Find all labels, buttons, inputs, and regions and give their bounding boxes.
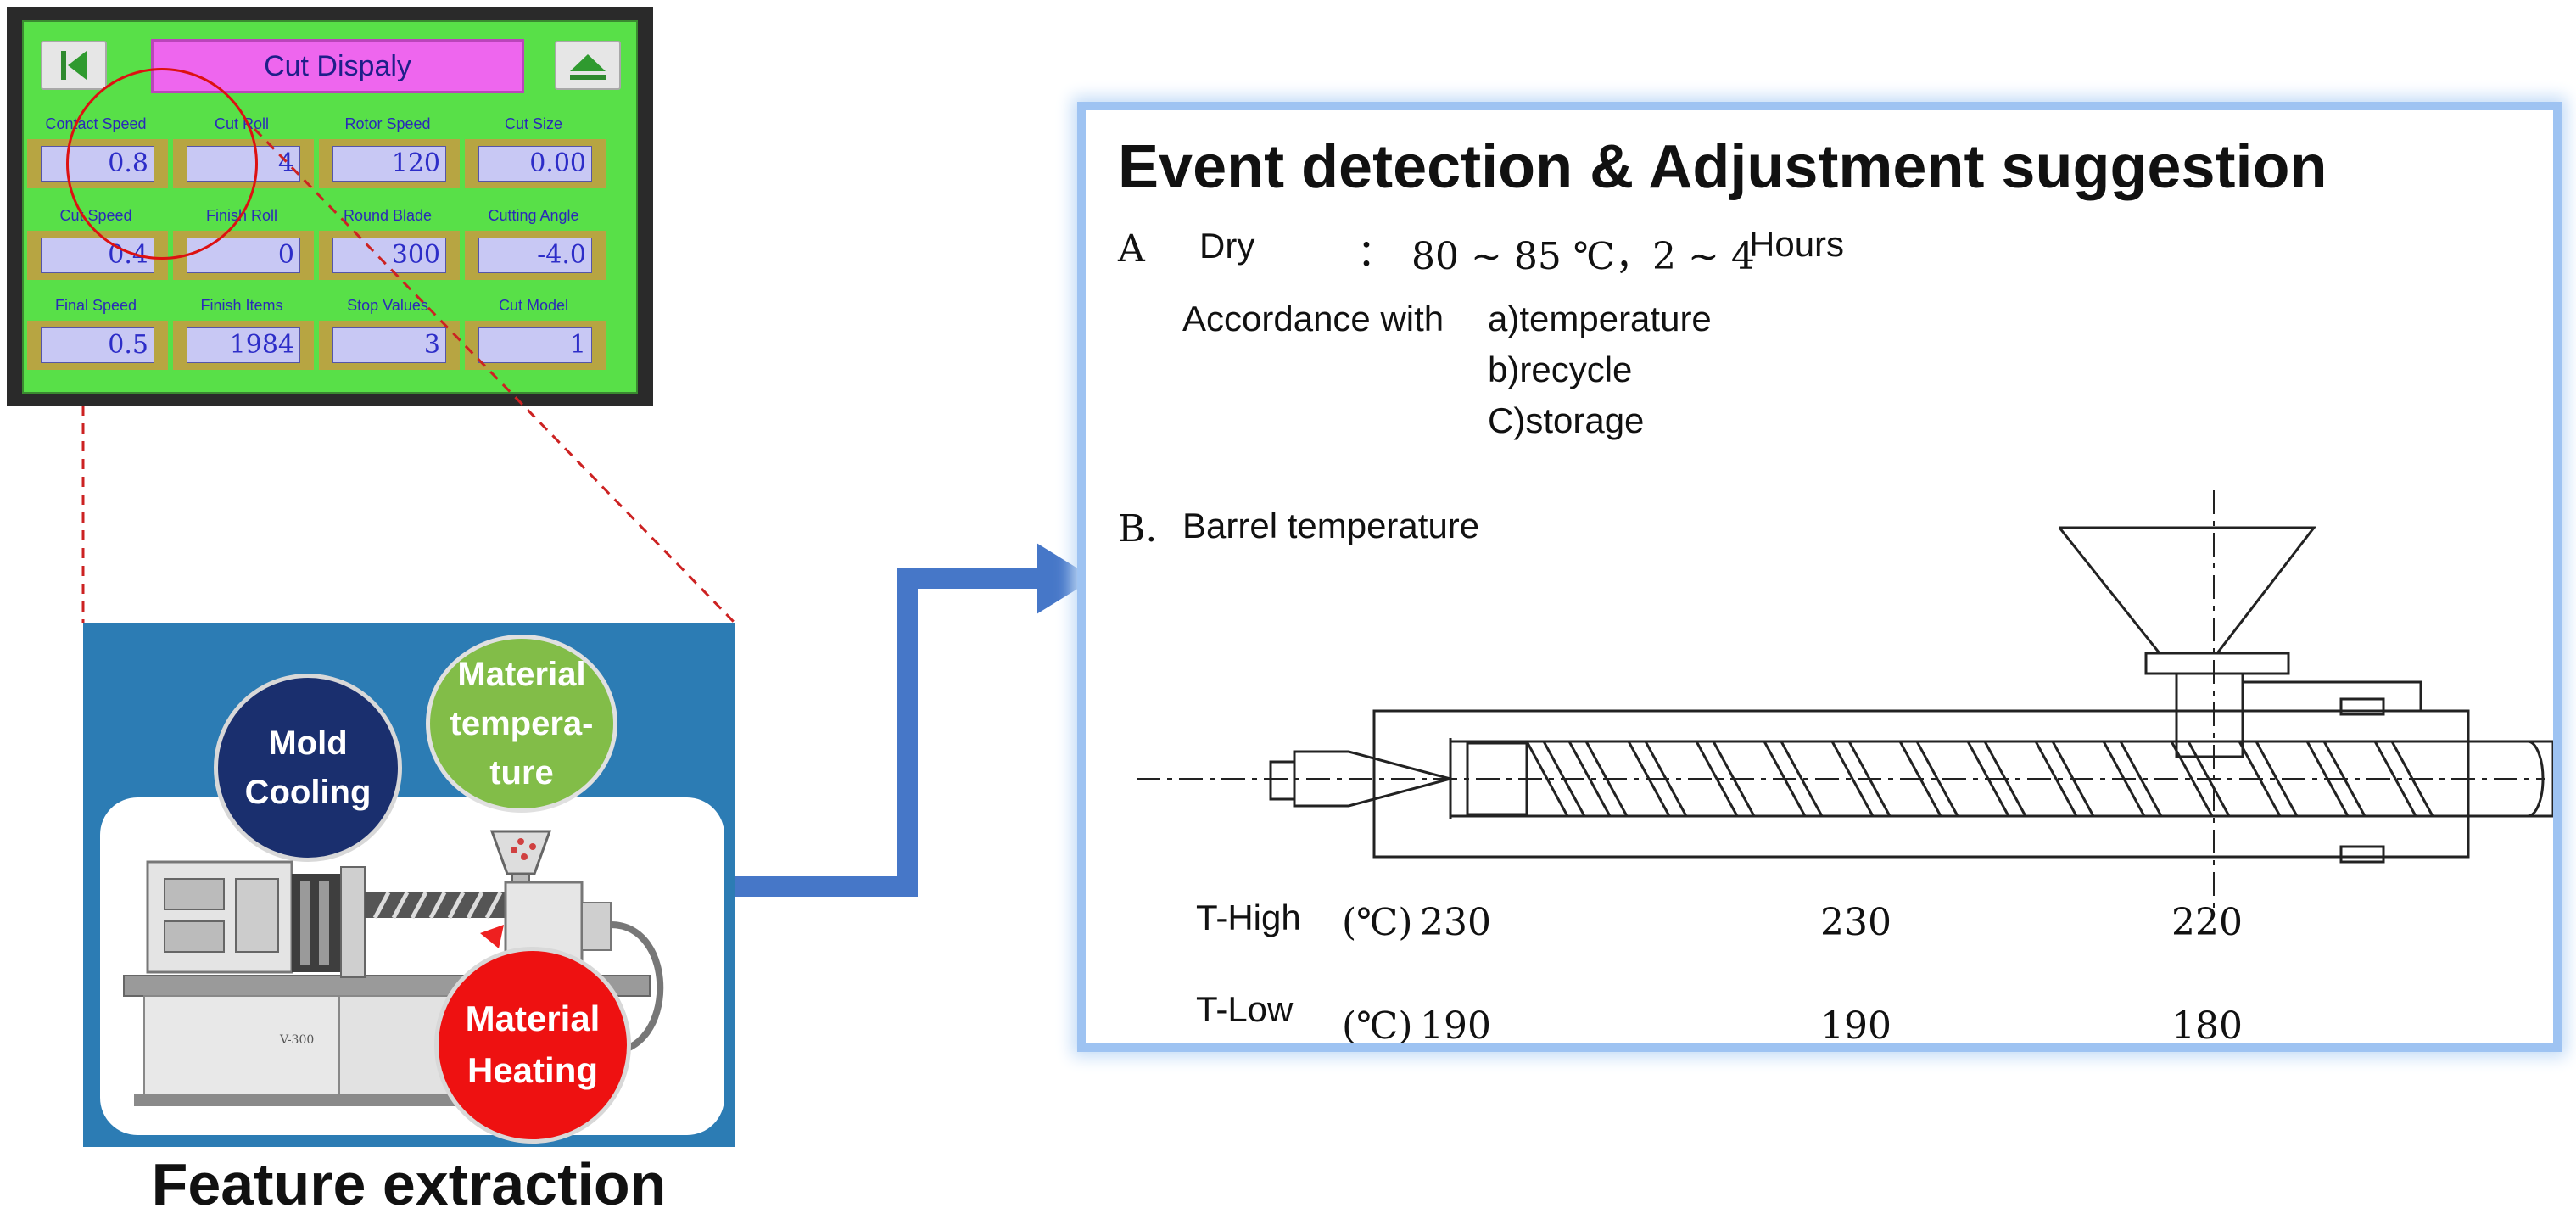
t-low-unit: (℃) bbox=[1342, 1004, 1413, 1048]
hmi-field-label: Final Speed bbox=[54, 297, 137, 314]
document-title: Event detection & Adjustment suggestion bbox=[1118, 133, 2327, 201]
material-temperature-bubble: Material tempera-ture bbox=[426, 635, 617, 813]
t-low-value: 190 bbox=[1420, 1004, 1491, 1048]
accordance-prefix: Accordance with bbox=[1182, 299, 1444, 338]
suggestion-document bbox=[1077, 102, 2562, 1052]
t-low-label: T-Low bbox=[1196, 989, 1294, 1029]
hmi-value-box[interactable]: 0.00 bbox=[465, 139, 606, 188]
hmi-value: 1 bbox=[478, 327, 592, 363]
criteria-item: b)recycle bbox=[1488, 350, 1633, 389]
hmi-value-box[interactable]: 300 bbox=[319, 231, 460, 280]
arrow-left-icon bbox=[61, 51, 87, 80]
hmi-back-button[interactable] bbox=[41, 41, 107, 90]
t-high-value: 230 bbox=[1420, 901, 1491, 944]
hmi-value-box[interactable]: 0.5 bbox=[27, 321, 168, 370]
highlight-circle bbox=[66, 68, 258, 260]
injection-machine-illustration bbox=[123, 830, 664, 1106]
section-a-colon: ： bbox=[1357, 232, 1394, 275]
t-high-value: 230 bbox=[1820, 901, 1891, 944]
material-heating-bubble: Material Heating bbox=[434, 947, 631, 1144]
hmi-value: 3 bbox=[332, 327, 446, 363]
hmi-field-label: Cut Size bbox=[504, 115, 563, 132]
hmi-value-box[interactable]: 1984 bbox=[173, 321, 314, 370]
t-high-label: T-High bbox=[1196, 898, 1301, 937]
t-low-value: 190 bbox=[1820, 1004, 1891, 1048]
hmi-value-box[interactable]: 1 bbox=[465, 321, 606, 370]
machine-model-label: V-300 bbox=[280, 1033, 315, 1047]
hmi-up-button[interactable] bbox=[555, 41, 621, 90]
hmi-value: 300 bbox=[332, 238, 446, 273]
feature-extraction-caption: Feature extraction bbox=[151, 1151, 667, 1217]
hmi-field-label: Round Blade bbox=[343, 207, 433, 224]
hmi-field-label: Stop Values bbox=[347, 297, 428, 314]
zoom-guide-right bbox=[253, 127, 736, 624]
document-bottom-border bbox=[1086, 1043, 2553, 1052]
flow-arrow-line bbox=[735, 568, 1045, 897]
mold-cooling-bubble: Mold Cooling bbox=[214, 674, 402, 862]
arrow-up-icon bbox=[570, 54, 606, 80]
section-a-name: Dry bbox=[1199, 226, 1255, 266]
hmi-value-box[interactable]: -4.0 bbox=[465, 231, 606, 280]
hmi-field-label: Finish Items bbox=[200, 297, 283, 314]
criteria-item: C)storage bbox=[1488, 400, 1645, 440]
flow-arrow-head bbox=[1037, 543, 1094, 614]
hmi-field-label: Cutting Angle bbox=[488, 207, 579, 224]
hmi-value: 120 bbox=[332, 146, 446, 182]
hmi-field-label: Cut Model bbox=[498, 297, 569, 314]
criteria-item: a)temperature bbox=[1488, 299, 1712, 338]
mold-cooling-label: Mold Cooling bbox=[244, 724, 372, 811]
section-b-name: Barrel temperature bbox=[1182, 506, 1480, 545]
dry-unit: Hours bbox=[1749, 224, 1845, 264]
t-high-value: 220 bbox=[2171, 901, 2243, 944]
material-heating-label: Material Heating bbox=[465, 998, 601, 1090]
hmi-value-box[interactable]: 3 bbox=[319, 321, 460, 370]
hmi-value-box[interactable]: 120 bbox=[319, 139, 460, 188]
t-high-unit: (℃) bbox=[1342, 901, 1413, 944]
dry-spec: 80 ~ 85 ℃，2 ~ 4 bbox=[1411, 235, 1755, 278]
material-temperature-label: Material tempera-ture bbox=[450, 656, 594, 791]
section-b-letter: B. bbox=[1118, 507, 1158, 551]
t-low-value: 180 bbox=[2171, 1004, 2243, 1048]
hmi-value: -4.0 bbox=[478, 238, 592, 273]
hmi-value: 0.5 bbox=[41, 327, 154, 363]
section-a-letter: A bbox=[1118, 227, 1145, 271]
screw-barrel-diagram bbox=[1137, 490, 2553, 908]
hmi-field-label: Rotor Speed bbox=[344, 115, 431, 132]
hmi-value: 1984 bbox=[187, 327, 300, 363]
hmi-value: 0.00 bbox=[478, 146, 592, 182]
